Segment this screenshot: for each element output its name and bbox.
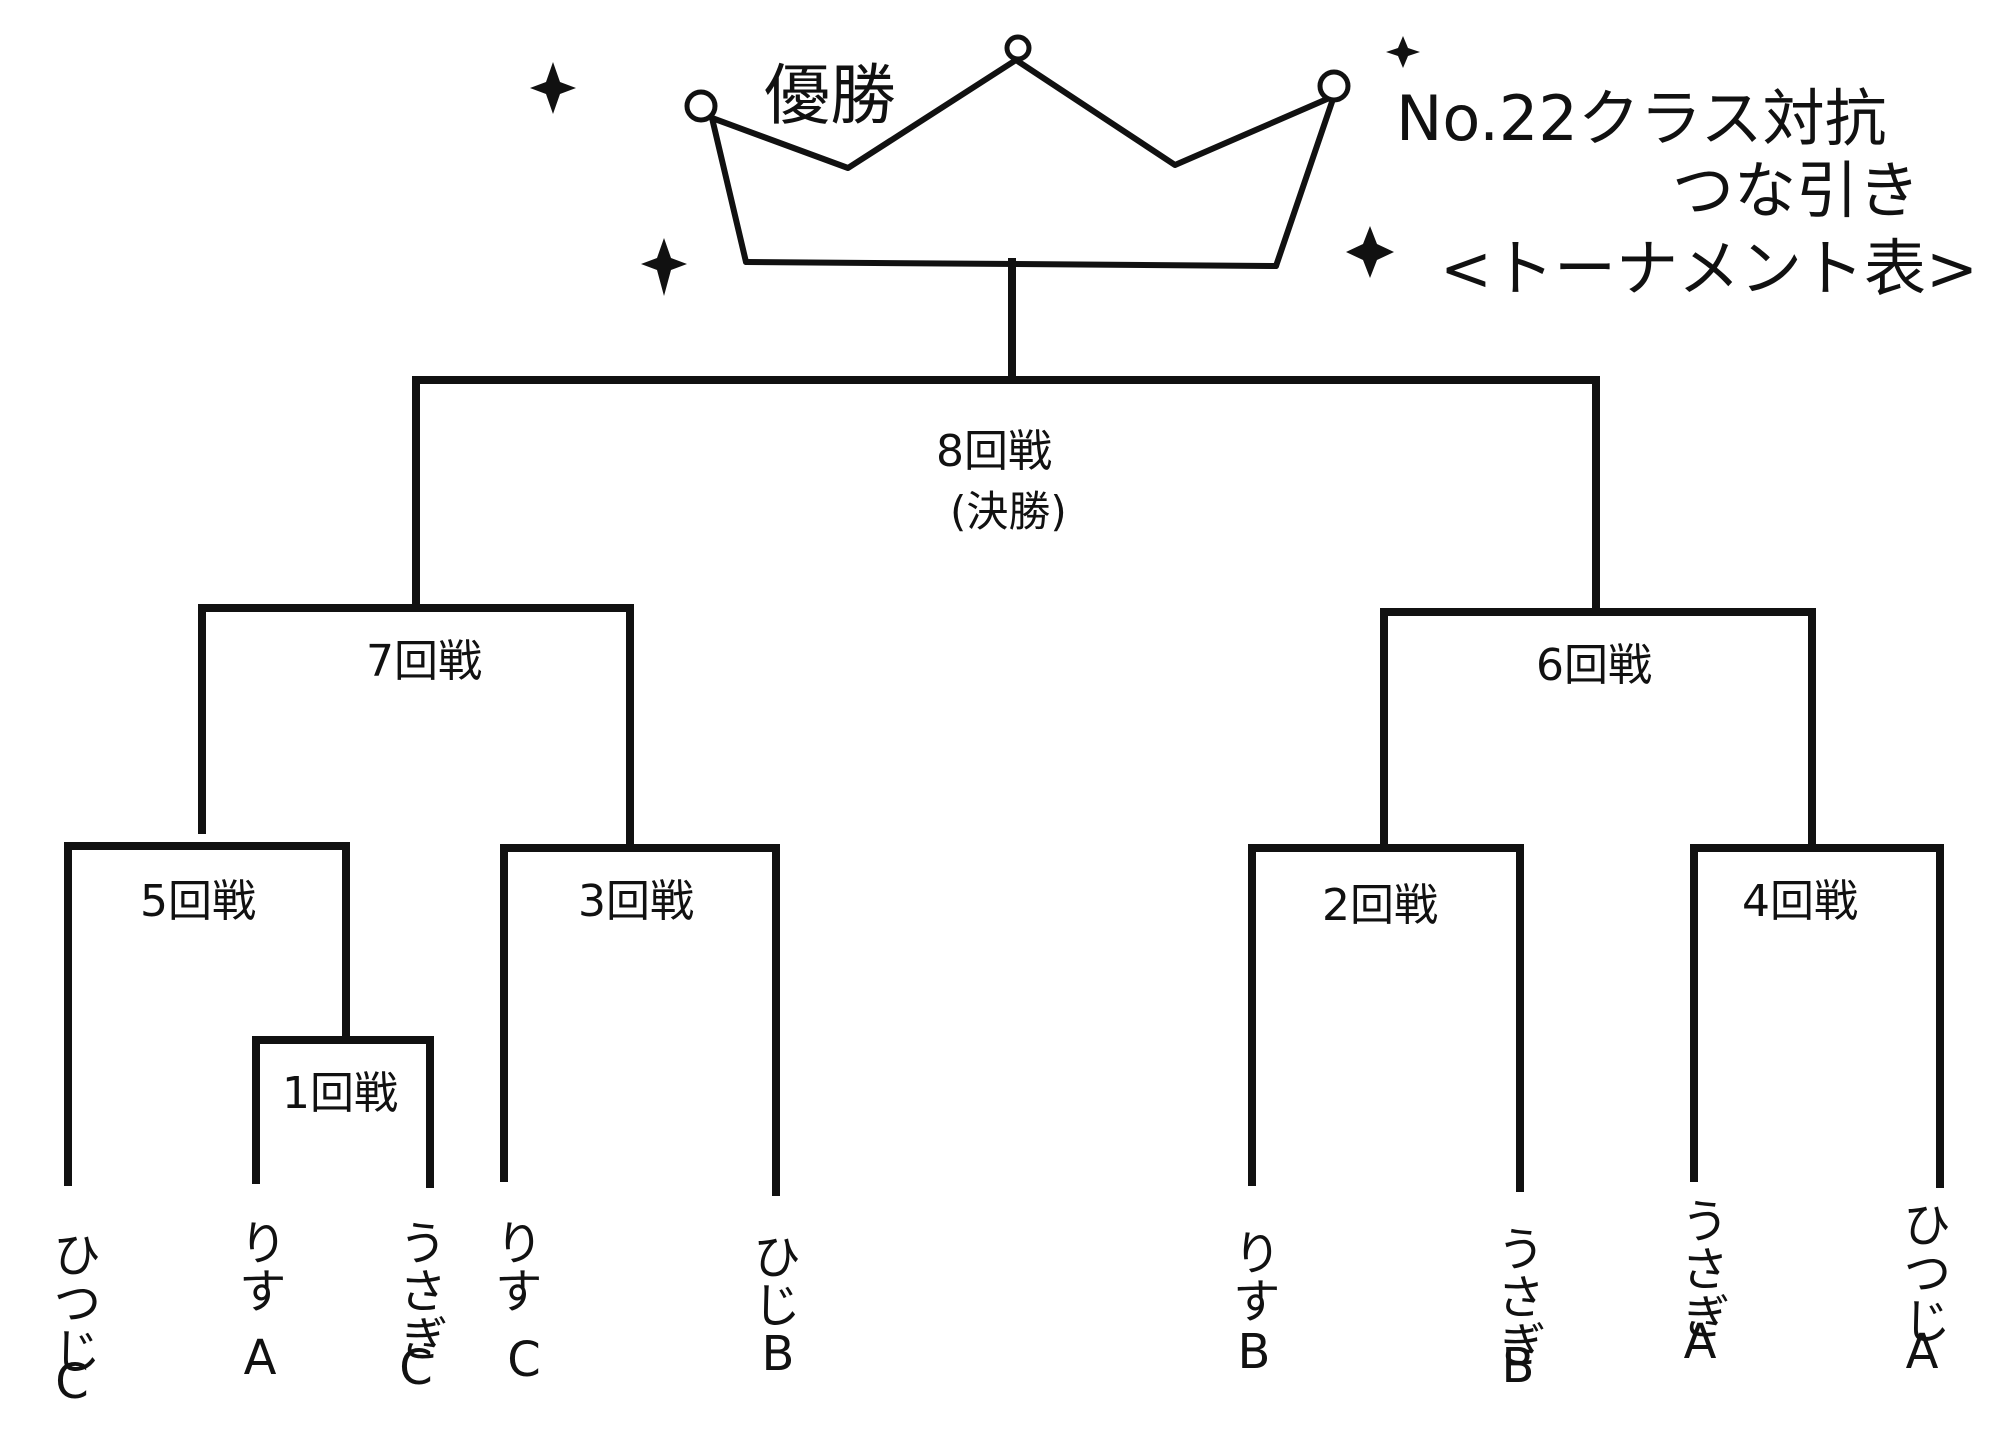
crown-icon	[684, 34, 1351, 269]
round-label-7: 7回戦	[366, 636, 482, 687]
round-label-3: 3回戦	[578, 876, 694, 927]
round-label-4: 4回戦	[1742, 876, 1858, 927]
bracket-round-6	[1380, 608, 1816, 852]
bracket-final	[412, 258, 1600, 616]
team-class: B	[1238, 1324, 1271, 1380]
sparkle-icon	[1346, 226, 1394, 278]
team-name: りす	[230, 1218, 286, 1314]
bracket-round-1	[252, 1036, 434, 1188]
round-label-6: 6回戦	[1536, 640, 1652, 691]
team-label: うさぎ A	[1672, 1196, 1728, 1370]
champion-label: 優勝	[764, 57, 896, 134]
team-label: りす B	[1224, 1228, 1280, 1380]
team-class: A	[244, 1330, 277, 1386]
bracket-round-4	[1690, 844, 1944, 1188]
sparkle-icon	[641, 238, 687, 296]
team-label: ひつじ C	[44, 1230, 100, 1410]
team-class: B	[762, 1326, 795, 1382]
team-name: ひつじ	[44, 1230, 100, 1374]
bracket-round-7	[198, 604, 634, 852]
team-name: うさぎ	[1672, 1196, 1728, 1340]
sparkle-icon	[530, 62, 576, 114]
team-label: ひつじ A	[1894, 1200, 1950, 1380]
team-name: ひじ	[744, 1232, 800, 1328]
team-name: ひつじ	[1894, 1200, 1950, 1344]
bracket-round-2	[1248, 844, 1524, 1192]
team-class: A	[1906, 1324, 1939, 1380]
team-name: うさぎ	[390, 1218, 446, 1362]
title-line-2: つな引き	[1672, 154, 1920, 227]
title-line-1: No.22クラス対抗	[1396, 82, 1887, 155]
sparkle-icon	[1386, 36, 1420, 68]
round-label-2: 2回戦	[1322, 880, 1438, 931]
round-label-8: 8回戦	[936, 426, 1052, 477]
team-label: りす A	[230, 1218, 286, 1386]
bracket-round-5	[64, 842, 350, 1186]
title-line-3: <トーナメント表>	[1440, 232, 1978, 305]
round-label-1: 1回戦	[282, 1068, 398, 1119]
team-class: A	[1684, 1314, 1717, 1370]
round-label-8-sub: (決勝)	[950, 487, 1067, 536]
team-name: りす	[486, 1218, 542, 1314]
team-class: B	[1502, 1338, 1535, 1394]
team-class: C	[507, 1332, 541, 1388]
round-label-5: 5回戦	[140, 876, 256, 927]
bracket-round-3	[500, 844, 780, 1196]
team-label: りす C	[486, 1218, 542, 1388]
team-label: うさぎ B	[1488, 1224, 1544, 1394]
team-name: うさぎ	[1488, 1224, 1544, 1368]
team-label: ひじ B	[744, 1232, 800, 1382]
team-name: りす	[1224, 1228, 1280, 1324]
team-class: C	[399, 1340, 433, 1396]
team-class: C	[55, 1354, 89, 1410]
team-label: うさぎ C	[390, 1218, 446, 1396]
